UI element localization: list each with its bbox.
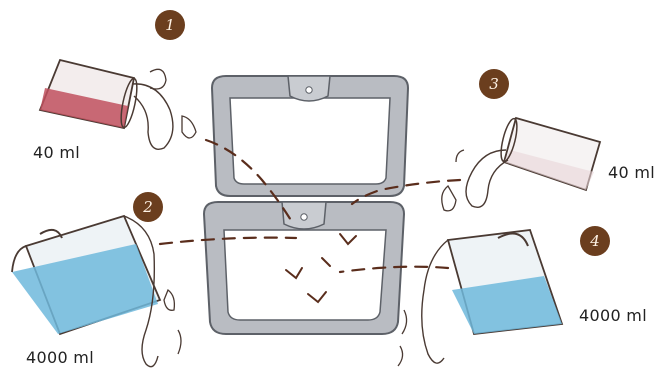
glass-clear bbox=[442, 117, 600, 211]
jug-left bbox=[12, 216, 181, 367]
step-badge-1: 1 bbox=[155, 10, 185, 40]
step-badge-2: 2 bbox=[133, 192, 163, 222]
volume-label-4: 4000 ml bbox=[579, 306, 647, 325]
volume-label-2: 4000 ml bbox=[26, 348, 94, 367]
glass-red bbox=[40, 60, 196, 149]
volume-label-1: 40 ml bbox=[33, 143, 80, 162]
step-badge-3: 3 bbox=[479, 69, 509, 99]
step-badge-4: 4 bbox=[580, 226, 610, 256]
upper-container bbox=[212, 76, 408, 196]
jug-right bbox=[398, 230, 562, 366]
volume-label-3: 40 ml bbox=[608, 163, 655, 182]
